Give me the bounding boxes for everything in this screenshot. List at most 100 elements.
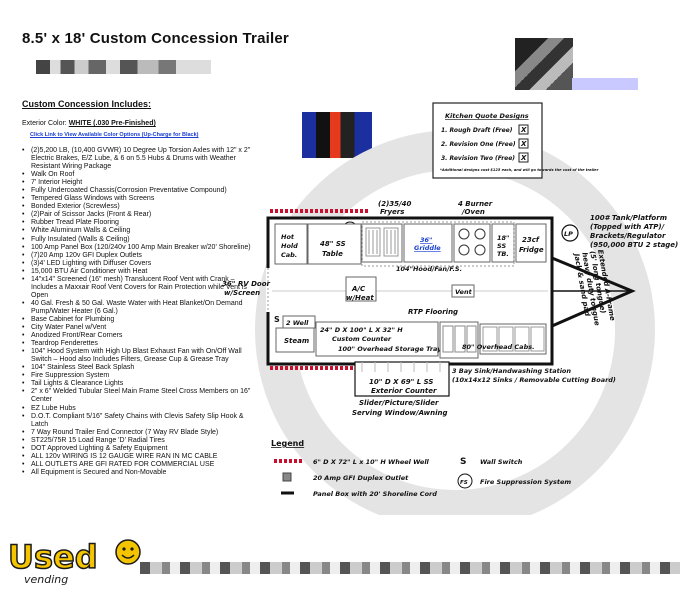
feature-item: 104" Hood System with High Up Blast Exha…	[22, 348, 257, 364]
legend: Legend 6" D X 72" L x 10" H Wheel Well 2…	[271, 439, 571, 498]
feature-item: Bonded Exterior (Screwless)	[22, 203, 257, 211]
hood-outline	[361, 221, 515, 267]
quote-mark-2: X	[520, 140, 527, 148]
label-steam: Steam	[284, 337, 309, 345]
feature-item: (2)5,200 LB, (10,400 GVWR) 10 Degree Up …	[22, 147, 257, 171]
label-hold: Hold	[281, 242, 298, 250]
counter-lines	[361, 362, 441, 372]
feature-item: DOT Approved Lighting & Safety Equipment	[22, 445, 257, 453]
legend-outlet-symbol	[282, 472, 292, 482]
fridge	[515, 223, 547, 263]
hot-hold-cabinet	[274, 223, 308, 265]
color-options-link[interactable]: Click Link to View Available Color Optio…	[30, 132, 199, 138]
label-counter: 24" D X 100" L X 32" H	[320, 326, 403, 334]
label-table: Table	[322, 250, 343, 258]
label-cab: Cab.	[281, 251, 297, 259]
redacted-bar-top	[572, 78, 638, 90]
feature-item: Fire Suppression System	[22, 372, 257, 380]
label-ac-2: w/Heat	[346, 294, 374, 302]
logo-word-vending: vending	[24, 573, 68, 586]
exterior-color-value: WHITE (.030 Pre-Finished)	[68, 120, 156, 127]
label-tank-4: (950,000 BTU 2 stage)	[590, 241, 678, 249]
label-tank: 100# Tank/Platform	[590, 214, 667, 222]
feature-item: D.O.T. Compliant 5/16" Safety Chains wit…	[22, 413, 257, 429]
label-fridge-2: Fridge	[519, 246, 544, 254]
quote-check-1	[518, 124, 529, 135]
exterior-counter	[354, 361, 450, 397]
redacted-image	[302, 112, 372, 158]
label-vent: Vent	[455, 288, 473, 296]
quote-title: Kitchen Quote Designs	[445, 112, 529, 120]
label-hot: Hot	[281, 233, 295, 241]
feature-item: Walk On Roof	[22, 171, 257, 179]
feature-item: Rubber Tread Plate Flooring	[22, 219, 257, 227]
label-oven-2: /Oven	[461, 208, 485, 216]
fryer-baskets	[365, 227, 399, 257]
quote-row-2: 2. Revision One (Free)	[441, 141, 516, 148]
legend-title: Legend	[271, 439, 304, 448]
label-storage: 100" Overhead Storage Tray	[338, 345, 442, 353]
feature-item: 15,000 BTU Air Conditioner with Heat	[22, 268, 257, 276]
feature-item: 100 Amp Panel Box (120/240v 100 Amp Main…	[22, 244, 257, 252]
label-rv-door-2: w/Screen	[224, 289, 260, 297]
feature-item: Anodized Front/Rear Corners	[22, 332, 257, 340]
label-ss-tb-2: SS	[497, 242, 506, 250]
feature-item: 7 Way Round Trailer End Connector (7 Way…	[22, 429, 257, 437]
feature-item: Tail Lights & Clearance Lights	[22, 380, 257, 388]
sink-basins	[442, 325, 477, 353]
roof-vent	[451, 284, 475, 298]
label-fryers-2: Fryers	[380, 208, 404, 216]
label-ext-counter-2: Exterior Counter	[371, 387, 437, 395]
includes-heading: Custom Concession Includes:	[22, 99, 152, 109]
exterior-color-label: Exterior Color:	[22, 120, 67, 127]
label-fridge: 23cf	[522, 236, 540, 244]
label-overhead: 80" Overhead Cabs.	[462, 343, 535, 351]
label-rtp: RTP Flooring	[408, 308, 458, 316]
feature-item: ALL OUTLETS ARE GFI RATED FOR COMMERCIAL…	[22, 461, 257, 469]
ac-unit	[345, 276, 377, 302]
feature-item: EZ Lube Hubs	[22, 405, 257, 413]
label-fryers: (2)35/40	[378, 200, 411, 208]
label-hood: 104"Hood/Fan/F.S.	[396, 265, 462, 273]
label-two-well: 2 Well	[286, 319, 309, 327]
quote-note: *Additional designs cost $125 each, and …	[440, 168, 599, 172]
floor-plan-diagram: Kitchen Quote Designs 1. Rough Draft (Fr…	[222, 102, 678, 515]
label-tank-3: Brackets/Regulator	[590, 232, 666, 240]
label-lp: LP	[564, 230, 573, 238]
label-s: S	[274, 315, 280, 324]
quote-check-3	[518, 152, 529, 163]
label-sink-2: (10x14x12 Sinks / Removable Cutting Boar…	[452, 376, 616, 384]
label-ss-tb-3: TB.	[497, 250, 509, 258]
feature-item: (3)4' LED Lighting with Diffuser Covers	[22, 260, 257, 268]
legend-outlet: 20 Amp GFI Duplex Outlet	[313, 474, 409, 482]
label-ss-table: 48" SS	[320, 240, 346, 248]
feature-list: (2)5,200 LB, (10,400 GVWR) 10 Degree Up …	[22, 147, 257, 477]
legend-panel: Panel Box with 20' Shoreline Cord	[313, 490, 437, 498]
used-vending-logo: Used vending	[7, 537, 141, 586]
feature-item: Base Cabinet for Plumbing	[22, 316, 257, 324]
quote-mark-3: X	[520, 154, 527, 162]
label-ext-counter: 10" D X 69" L SS	[369, 378, 433, 386]
label-rv-door: 36" RV Door	[222, 280, 270, 288]
feature-item: Tempered Glass Windows with Screens	[22, 195, 257, 203]
quote-row-1: 1. Rough Draft (Free)	[441, 127, 513, 134]
feature-item: City Water Panel w/Vent	[22, 324, 257, 332]
feature-item: (2)Pair of Scissor Jacks (Front & Rear)	[22, 211, 257, 219]
logo-smiley-icon	[115, 539, 141, 565]
feature-item: ST225/75R 15 Load Range 'D' Radial Tires	[22, 437, 257, 445]
lp-tank-symbol	[561, 224, 579, 242]
feature-item: ALL 120v WIRING IS 12 GAUGE WIRE RAN IN …	[22, 453, 257, 461]
redacted-subtitle	[36, 60, 211, 74]
overhead-cab-doors	[482, 326, 545, 352]
legend-s-symbol: S	[460, 457, 466, 467]
burners	[458, 228, 486, 256]
griddle	[403, 223, 453, 263]
custom-counter	[315, 321, 439, 357]
legend-wheel-well: 6" D X 72" L x 10" H Wheel Well	[313, 458, 430, 466]
feature-item: 2" x 6" Welded Tubular Steel Main Frame …	[22, 388, 257, 404]
feature-item: 104" Stainless Steel Back Splash	[22, 364, 257, 372]
legend-fire: Fire Suppression System	[480, 478, 571, 486]
feature-item: All Equipment is Secured and Non-Movable	[22, 469, 257, 477]
quote-check-2	[518, 138, 529, 149]
logo-word-used: Used	[8, 538, 98, 576]
